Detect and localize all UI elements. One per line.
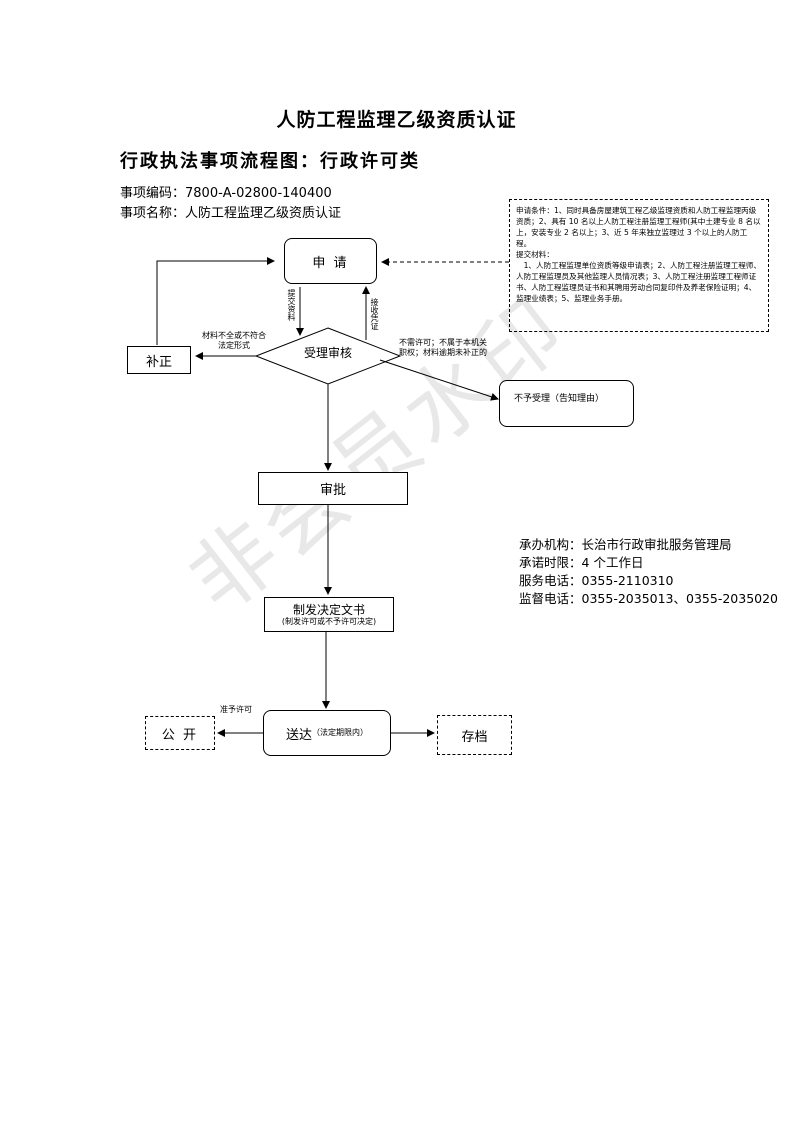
correction-node: 补正 (127, 346, 191, 374)
apply-node: 申 请 (284, 238, 377, 284)
incomplete-label-line1: 材料不全或不符合 (202, 331, 266, 340)
publish-node: 公 开 (145, 716, 215, 750)
incomplete-label-line2: 法定形式 (218, 341, 250, 350)
not-needed-label-line1: 不需许可；不属于本机关 (399, 338, 487, 347)
agency-time-label: 承诺时限： (519, 555, 582, 570)
deliver-label: 送达 (285, 727, 312, 743)
agency-phone-value: 0355-2110310 (581, 573, 674, 588)
application-requirements: 申请条件：1、同时具备房屋建筑工程乙级监理资质和人防工程监理丙级资质；2、具有 … (516, 206, 761, 248)
item-code: 事项编码：7800-A-02800-140400 (120, 182, 332, 201)
to-reject-arrow (379, 359, 499, 401)
page-subtitle: 行政执法事项流程图：行政许可类 (120, 151, 420, 172)
receipt-label: 接收凭证 (370, 298, 379, 330)
agency-org: 承办机构：长治市行政审批服务管理局 (519, 534, 732, 553)
deliver-node: 送达（法定期限内） (263, 710, 391, 756)
grant-label: 准予许可 (220, 705, 252, 714)
correction-back-arrow (156, 257, 275, 345)
conditions-box: 申请条件：1、同时具备房屋建筑工程乙级监理资质和人防工程监理丙级资质；2、具有 … (509, 199, 769, 332)
decision-label: 制发决定文书 (292, 602, 365, 617)
item-name-value: 人防工程监理乙级资质认证 (185, 206, 342, 221)
decision-node: 制发决定文书 (制发许可或不予许可决定) (264, 597, 394, 632)
item-name-label: 事项名称： (120, 206, 186, 221)
agency-supervise-value: 0355-2035013、0355-2035020 (581, 591, 779, 606)
agency-time: 承诺时限：4 个工作日 (519, 552, 643, 571)
approve-node: 审批 (258, 472, 408, 505)
item-name: 事项名称：人防工程监理乙级资质认证 (120, 202, 341, 221)
agency-supervise-label: 监督电话： (519, 591, 582, 606)
agency-time-value: 4 个工作日 (581, 555, 644, 570)
agency-org-label: 承办机构： (519, 537, 582, 552)
materials-title: 提交材料： (516, 250, 554, 259)
reject-node: 不予受理（告知理由） (499, 380, 634, 427)
incomplete-label: 材料不全或不符合 法定形式 (196, 331, 272, 351)
deliver-note: （法定期限内） (312, 728, 368, 737)
review-node-label: 受理审核 (303, 346, 352, 360)
item-code-value: 7800-A-02800-140400 (185, 186, 332, 201)
item-code-label: 事项编码： (120, 186, 186, 201)
submit-label: 提交资料 (287, 289, 296, 321)
agency-supervise: 监督电话：0355-2035013、0355-2035020 (519, 588, 778, 607)
decision-note: (制发许可或不予许可决定) (281, 616, 377, 626)
agency-phone: 服务电话：0355-2110310 (519, 570, 674, 589)
not-needed-label-line2: 职权；材料逾期未补正的 (399, 348, 487, 357)
page-title: 人防工程监理乙级资质认证 (276, 109, 517, 131)
not-needed-label: 不需许可；不属于本机关 职权；材料逾期未补正的 (399, 338, 504, 358)
archive-node: 存档 (437, 715, 512, 755)
materials-list: 1、人防工程监理单位资质等级申请表；2、人防工程注册监理工程师、人防工程监理员及… (516, 261, 762, 303)
agency-org-value: 长治市行政审批服务管理局 (581, 537, 732, 552)
agency-phone-label: 服务电话： (519, 573, 582, 588)
